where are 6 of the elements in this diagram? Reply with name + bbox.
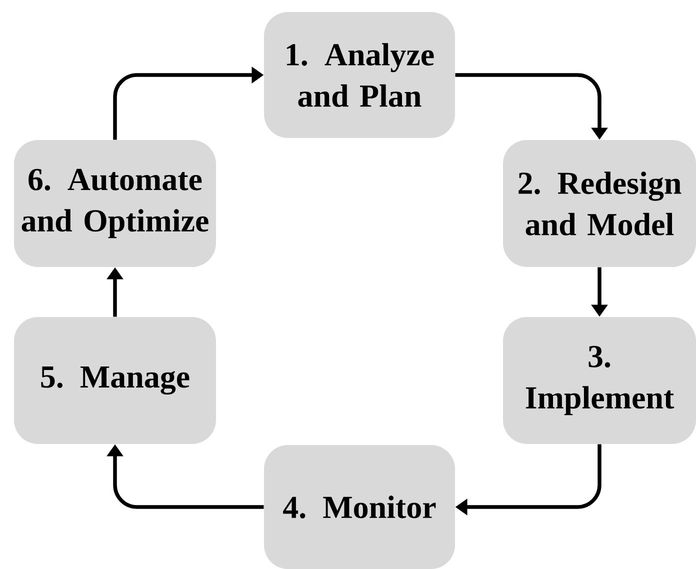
process-box: 3. Implement: [503, 317, 696, 444]
process-box: 6. Automate and Optimize: [14, 140, 216, 267]
process-box: 2. Redesign and Model: [503, 140, 696, 267]
process-box: 4. Monitor: [264, 445, 455, 569]
process-box: 1. Analyze and Plan: [264, 12, 455, 138]
process-box: 5. Manage: [14, 317, 216, 444]
